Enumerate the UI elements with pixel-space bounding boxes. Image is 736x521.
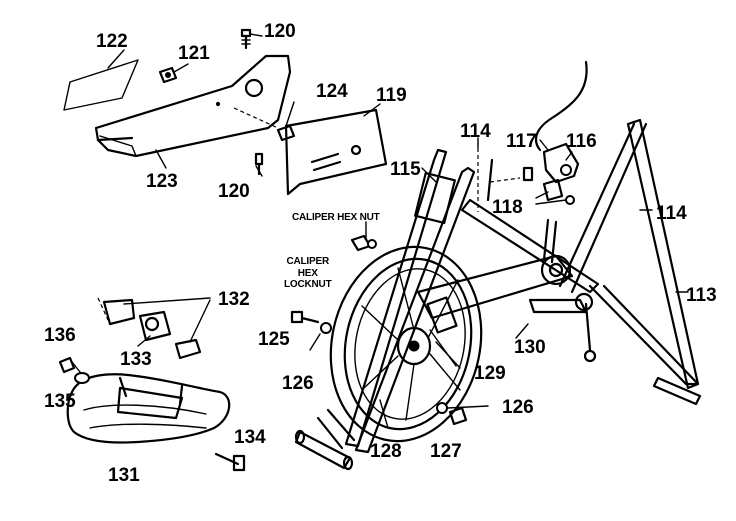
note-hex-line: HEX — [297, 267, 318, 279]
part-131-seat — [66, 373, 231, 444]
label-125: 125 — [258, 329, 290, 350]
label-127: 127 — [430, 441, 462, 462]
leader-lines — [71, 33, 689, 429]
part-119-chain-guard-plate — [284, 108, 388, 196]
label-116: 116 — [566, 131, 597, 152]
label-113: 113 — [686, 285, 717, 306]
part-118-knob — [542, 178, 575, 205]
note-caliper-line: CALIPER — [286, 256, 329, 267]
part-126-washer-right — [436, 402, 448, 414]
label-128: 128 — [370, 441, 402, 462]
part-123-chain-guard-bracket — [94, 54, 292, 158]
label-119: 119 — [376, 85, 407, 106]
part-134-bolt — [214, 452, 246, 472]
part-121-nut — [158, 66, 178, 84]
part-125-bolt — [290, 310, 320, 324]
label-120-top: 120 — [264, 21, 296, 42]
bike-frame — [294, 118, 702, 471]
part-126-washer-left — [320, 322, 332, 334]
label-133: 133 — [120, 349, 152, 370]
label-129: 129 — [474, 363, 506, 384]
part-136-nut — [58, 356, 76, 374]
caliper-hex-nut-part — [350, 234, 377, 252]
label-130: 130 — [514, 337, 546, 358]
part-135-washer — [74, 372, 90, 384]
part-127-nut — [448, 406, 468, 426]
label-134: 134 — [234, 427, 266, 448]
label-117: 117 — [506, 131, 537, 152]
part-133-seat-clamp — [97, 297, 202, 360]
label-132: 132 — [218, 289, 250, 310]
label-126-left: 126 — [282, 373, 314, 394]
label-124: 124 — [316, 81, 348, 102]
part-120-screw-top — [240, 28, 252, 50]
label-123: 123 — [146, 171, 178, 192]
part-116-brake-caliper — [534, 60, 588, 184]
label-126-right: 126 — [502, 397, 534, 418]
label-118: 118 — [492, 197, 523, 218]
part-117-pad — [522, 166, 534, 182]
label-115: 115 — [390, 159, 421, 180]
label-131: 131 — [108, 465, 140, 486]
note-caliper-hex-nut: CALIPER HEX NUT — [292, 212, 380, 223]
label-136: 136 — [44, 325, 76, 346]
part-122-guard-panel — [63, 59, 139, 111]
label-114-top: 114 — [460, 121, 491, 142]
label-122: 122 — [96, 31, 128, 52]
label-135: 135 — [44, 391, 76, 412]
note-caliper-hex-locknut: CALIPER HEX LOCKNUT — [284, 256, 332, 291]
part-130-chain-housing — [416, 218, 597, 363]
note-locknut-line: LOCKNUT — [284, 279, 332, 290]
part-128-flywheel — [329, 245, 483, 443]
label-121: 121 — [178, 43, 210, 64]
label-114-right: 114 — [656, 203, 687, 224]
label-120-bottom: 120 — [218, 181, 250, 202]
